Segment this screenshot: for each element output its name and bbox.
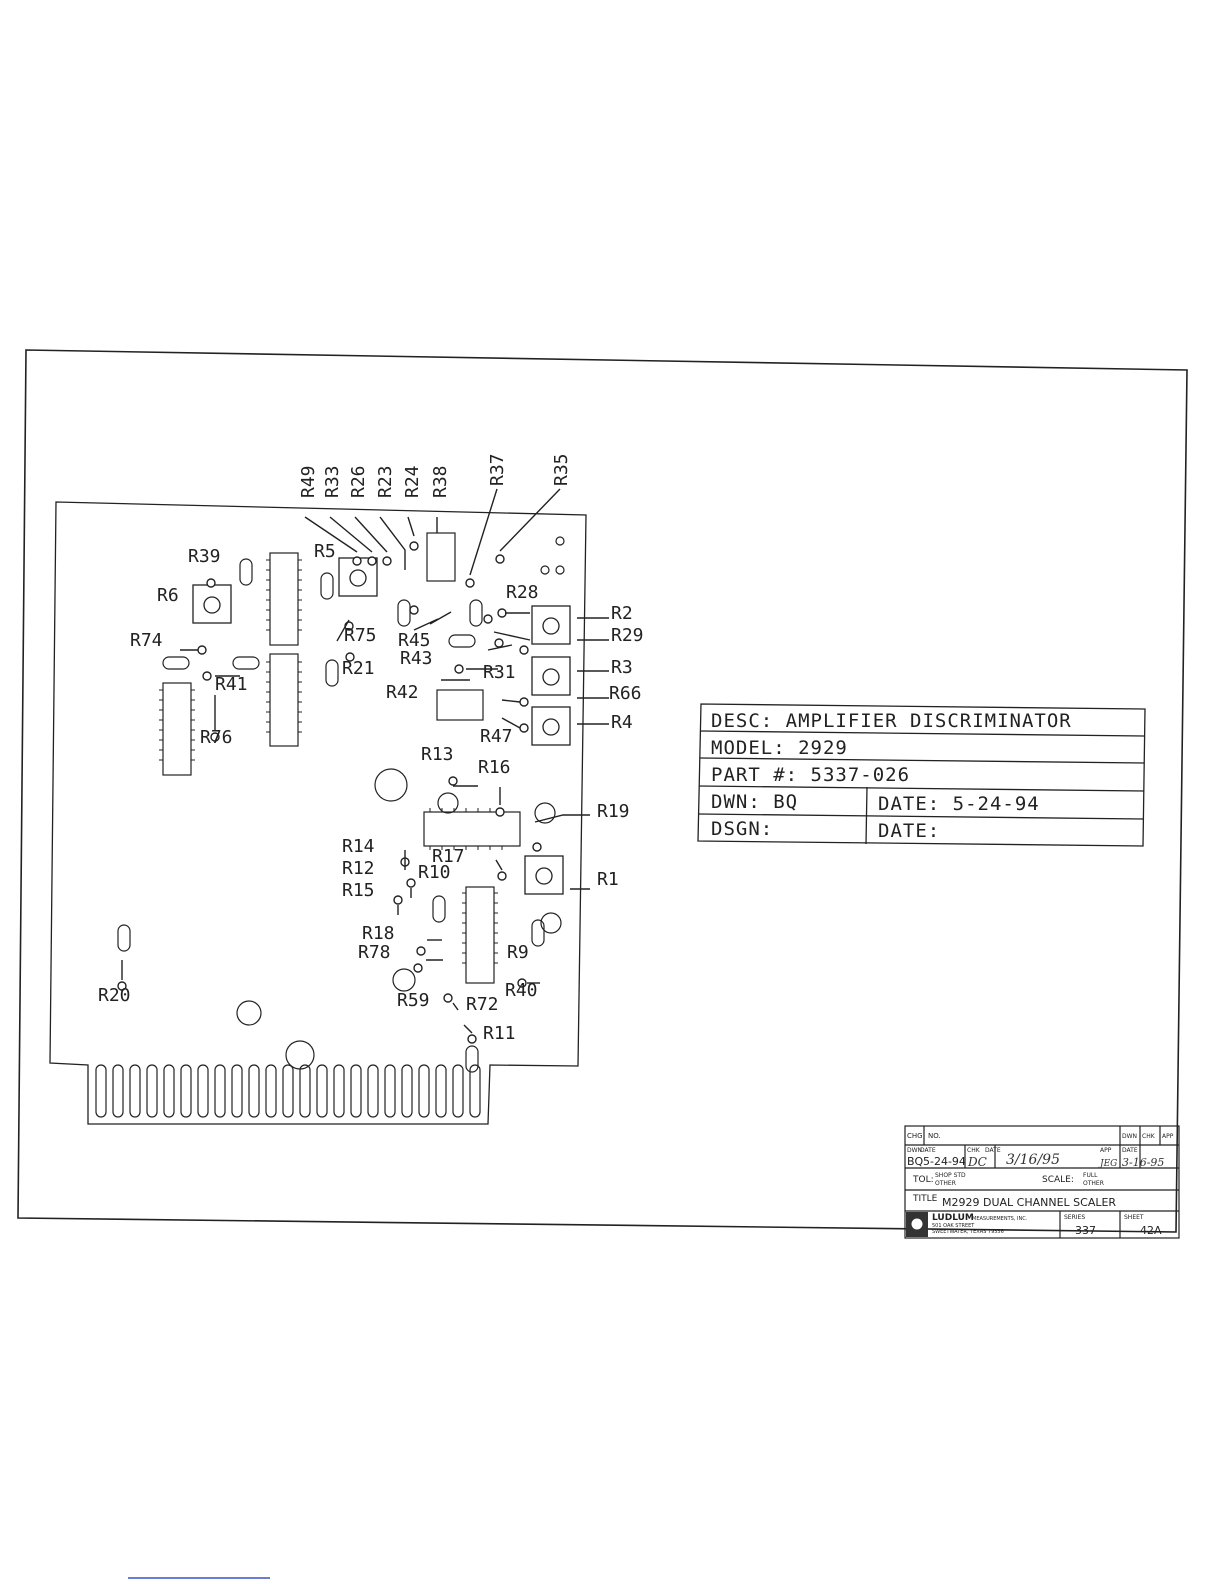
- label-r39: R39: [188, 546, 221, 567]
- tb-chg: CHG: [907, 1132, 923, 1140]
- label-r21: R21: [342, 658, 375, 679]
- capacitors: [117, 558, 562, 1073]
- dsgn-text: DSGN:: [711, 818, 773, 840]
- label-r23: R23: [375, 465, 396, 498]
- label-r76: R76: [200, 727, 233, 748]
- leader-lines: [121, 488, 609, 1034]
- label-r66: R66: [609, 683, 642, 704]
- tb-shop-std: SHOP STD: [935, 1172, 966, 1179]
- label-r20: R20: [98, 985, 131, 1006]
- label-r24: R24: [402, 465, 423, 498]
- label-r29: R29: [611, 625, 644, 646]
- tb-chk-date: 3/16/95: [1006, 1152, 1060, 1168]
- tb-title-value: M2929 DUAL CHANNEL SCALER: [942, 1196, 1116, 1209]
- trim-pots: [192, 557, 571, 895]
- label-r9: R9: [507, 942, 529, 963]
- desc-text: DESC: AMPLIFIER DISCRIMINATOR: [711, 710, 1072, 732]
- tb-tol: TOL:: [912, 1175, 934, 1185]
- title-block-frame: [904, 1125, 1180, 1239]
- drawing-border: [17, 349, 1188, 1233]
- label-r15: R15: [342, 880, 375, 901]
- label-r6: R6: [157, 585, 179, 606]
- tb-dwn-date: 5-24-94: [923, 1155, 966, 1168]
- tb-series-value: 337: [1075, 1224, 1096, 1237]
- tb-app-date: 3-16-95: [1122, 1156, 1164, 1169]
- tb-chk-h: CHK: [1142, 1133, 1156, 1140]
- resistor-pads: [117, 541, 542, 1044]
- label-r49: R49: [298, 465, 319, 498]
- label-r19: R19: [597, 801, 630, 822]
- ic-chips: [162, 532, 521, 984]
- tb-sheet-label: SHEET: [1124, 1214, 1144, 1221]
- tb-app-label: APP: [1100, 1147, 1112, 1154]
- label-r5: R5: [314, 541, 336, 562]
- tb-full: FULL: [1083, 1172, 1098, 1179]
- label-r3: R3: [611, 657, 633, 678]
- board-label-group: R49 R33 R26 R23 R24 R38 R37 R35 R39 R6 R…: [98, 453, 644, 1044]
- part-text: PART #: 5337-026: [711, 764, 910, 786]
- edge-connector: [95, 1064, 481, 1118]
- mounting-holes: [540, 536, 565, 575]
- tb-chk-initials: DC: [967, 1155, 987, 1169]
- tb-scale: SCALE:: [1042, 1175, 1074, 1185]
- tb-company: LUDLUM: [932, 1213, 974, 1223]
- tb-address2: SWEETWATER, TEXAS 79556: [932, 1229, 1004, 1235]
- label-r13: R13: [421, 744, 454, 765]
- label-r37: R37: [487, 453, 508, 486]
- label-r12: R12: [342, 858, 375, 879]
- description-box: [697, 703, 1146, 847]
- tb-address1: 501 OAK STREET: [932, 1223, 975, 1229]
- tb-date-label: DATE: [920, 1147, 936, 1154]
- tb-series-label: SERIES: [1064, 1214, 1085, 1221]
- label-r33: R33: [322, 465, 343, 498]
- tb-app-h: APP: [1162, 1133, 1174, 1140]
- label-r2: R2: [611, 603, 633, 624]
- label-r40: R40: [505, 980, 538, 1001]
- label-r78: R78: [358, 942, 391, 963]
- label-r42: R42: [386, 682, 419, 703]
- tb-app-date-label: DATE: [1122, 1147, 1138, 1154]
- label-r18: R18: [362, 923, 395, 944]
- label-r35: R35: [551, 453, 572, 486]
- tb-other2: OTHER: [1083, 1180, 1104, 1187]
- label-r10: R10: [418, 862, 451, 883]
- tb-chk-date-label: DATE: [985, 1147, 1001, 1154]
- label-r72: R72: [466, 994, 499, 1015]
- label-r17: R17: [432, 846, 465, 867]
- label-r38: R38: [430, 465, 451, 498]
- date2-text: DATE:: [878, 820, 940, 842]
- tb-company-sub: MEASUREMENTS, INC.: [972, 1216, 1028, 1222]
- label-r4: R4: [611, 712, 633, 733]
- label-r74: R74: [130, 630, 163, 651]
- label-r16: R16: [478, 757, 511, 778]
- title-block-text: CHG NO. DWN CHK APP DWN DATE BQ 5-24-94 …: [907, 1132, 1174, 1237]
- tb-app-initials: JEG: [1098, 1159, 1117, 1169]
- label-r45: R45: [398, 630, 431, 651]
- label-r43: R43: [400, 648, 433, 669]
- label-r14: R14: [342, 836, 375, 857]
- tb-dwn-label: DWN: [907, 1147, 922, 1154]
- tb-dwn-h: DWN: [1122, 1133, 1137, 1140]
- label-r11: R11: [483, 1023, 516, 1044]
- tb-sheet-value: 42A: [1140, 1224, 1162, 1237]
- tb-chk-label: CHK: [967, 1147, 981, 1154]
- label-r41: R41: [215, 674, 248, 695]
- label-r31: R31: [483, 662, 516, 683]
- tb-other1: OTHER: [935, 1180, 956, 1187]
- tb-dwn-value: BQ: [907, 1155, 924, 1168]
- label-r28: R28: [506, 582, 539, 603]
- label-r75: R75: [344, 625, 377, 646]
- date1-text: DATE: 5-24-94: [878, 793, 1040, 815]
- label-r59: R59: [397, 990, 430, 1011]
- dwn-text: DWN: BQ: [711, 791, 798, 813]
- ic-pins: [159, 559, 503, 964]
- company-logo-mark: [910, 1217, 924, 1231]
- label-r47: R47: [480, 726, 513, 747]
- label-r1: R1: [597, 869, 619, 890]
- tb-title-label: TITLE: [912, 1194, 938, 1204]
- label-r26: R26: [348, 465, 369, 498]
- tb-no: NO.: [928, 1132, 941, 1140]
- model-text: MODEL: 2929: [711, 737, 848, 759]
